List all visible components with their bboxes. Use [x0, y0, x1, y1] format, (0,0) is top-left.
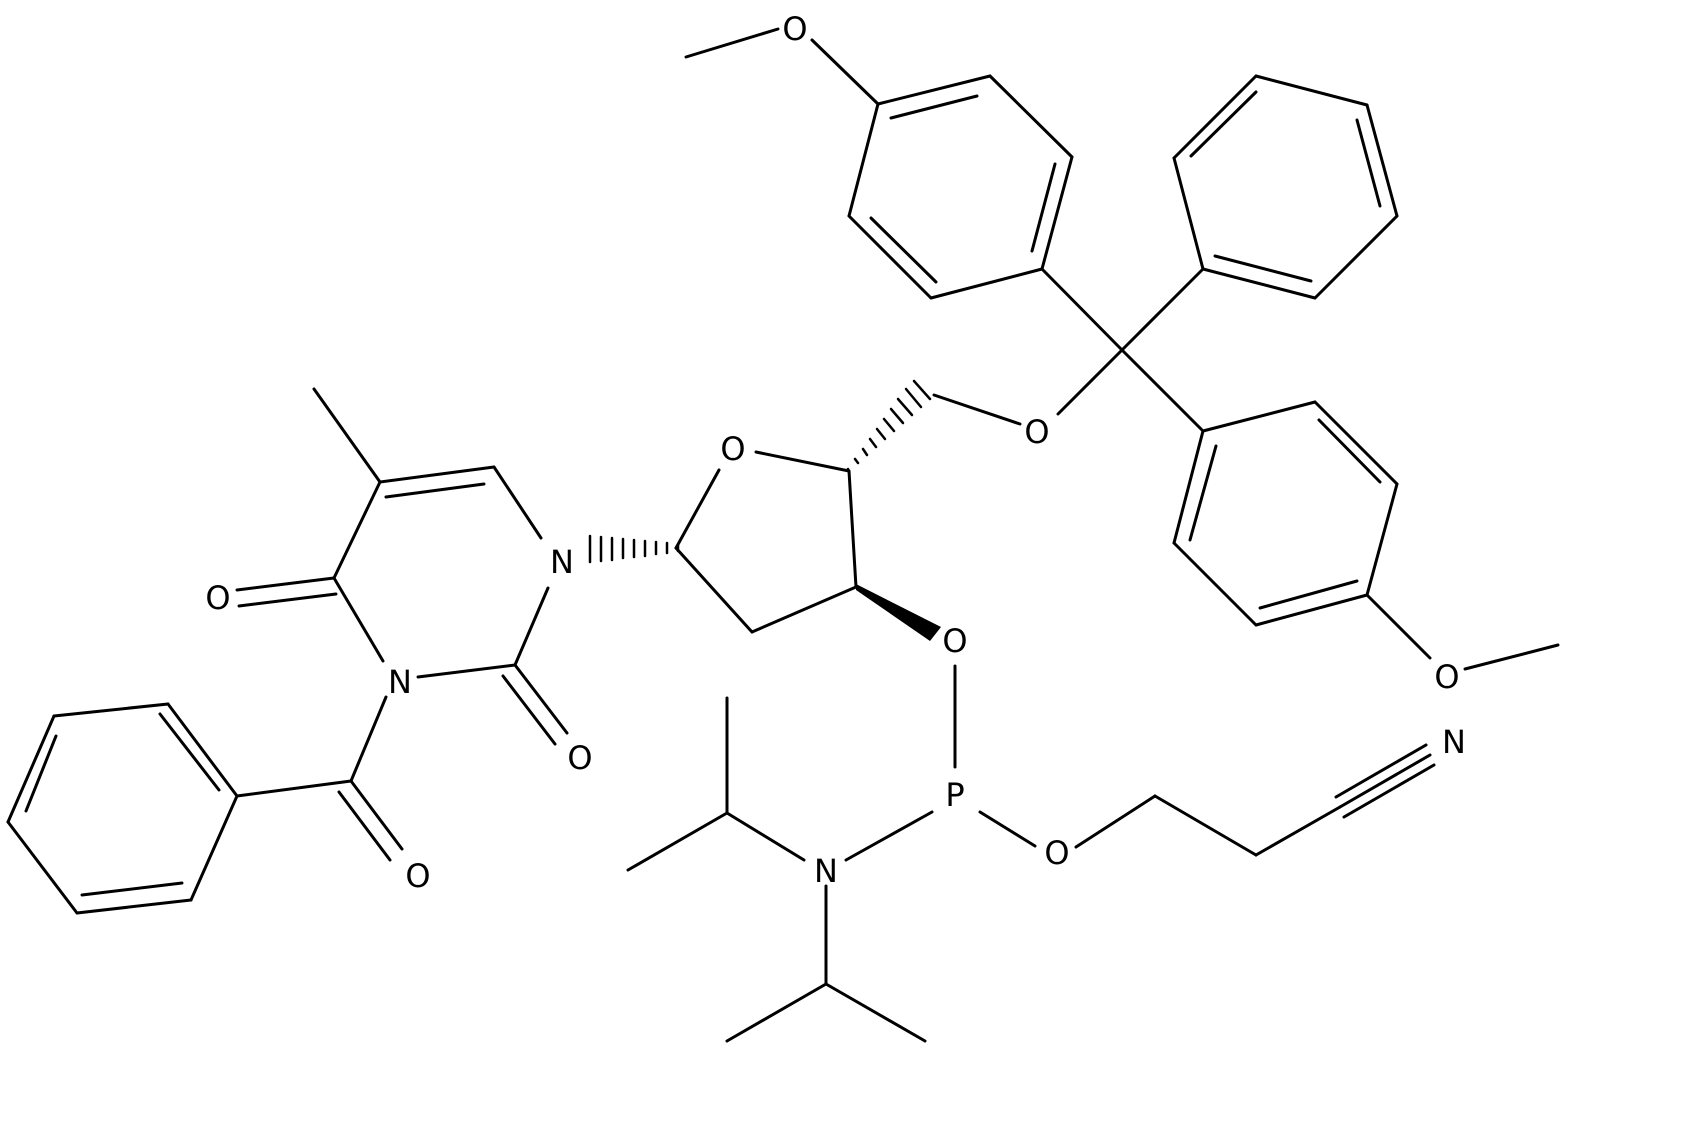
benzoyl-phenyl-ring: [6, 702, 239, 915]
o2-carbonyl-oxygen-label: O: [567, 739, 592, 777]
bottom-methoxy-group: [1365, 593, 1560, 671]
o3-prime-oxygen-label: O: [942, 622, 967, 660]
phosphite-oxygen-label: O: [1044, 834, 1069, 872]
bottom-methoxyphenyl-ring: [1172, 400, 1399, 627]
c1-n1-hashed-bond: [588, 534, 680, 564]
c4-carbonyl-bond: [235, 576, 338, 608]
nitrile-nitrogen-label: N: [1442, 723, 1466, 761]
top-methoxyphenyl-ring: [847, 74, 1074, 300]
c3-o-wedge-bond: [856, 584, 941, 641]
o4-carbonyl-oxygen-label: O: [205, 579, 230, 617]
amine-nitrogen-label: N: [814, 852, 838, 890]
trityl-phenyl-ring: [1172, 74, 1399, 300]
deoxyribose-ring: [674, 450, 858, 634]
isopropyl-groups: [626, 696, 927, 1043]
benzoyl-group: [235, 695, 404, 862]
benzoyl-oxygen-label: O: [405, 857, 430, 895]
thymine-ring: [312, 387, 550, 679]
c4-c5-hashed-bond: [846, 379, 932, 473]
phosphorus-label: P: [945, 776, 964, 814]
ring-oxygen-label: O: [720, 430, 745, 468]
phosphoramidite-bonds: [844, 664, 1436, 862]
trityl-ether-oxygen-label: O: [1024, 413, 1049, 451]
methoxy-oxygen-label-bottom: O: [1434, 658, 1459, 696]
n1-nitrogen-label: N: [550, 543, 574, 581]
ch2-o-trityl-bonds: [932, 393, 1022, 426]
methoxy-oxygen-label-top: O: [782, 10, 807, 48]
trityl-center-bonds: [1040, 267, 1205, 433]
top-methoxy-group: [684, 27, 880, 106]
c2-carbonyl-bond: [501, 663, 569, 746]
n3-nitrogen-label: N: [388, 663, 412, 701]
